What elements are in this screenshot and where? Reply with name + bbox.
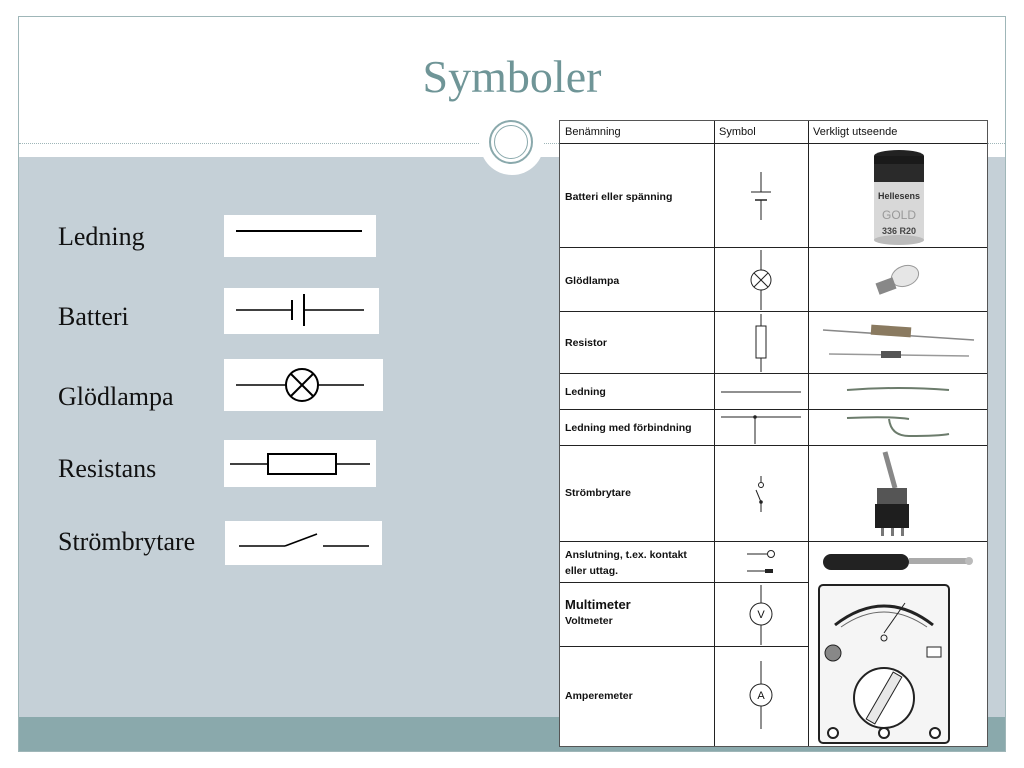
- label-batteri: Batteri: [58, 302, 129, 331]
- battery-symbol-icon: [715, 144, 808, 247]
- row-name-switch: Strömbrytare: [565, 487, 631, 499]
- label-strombrytare: Strömbrytare: [58, 527, 196, 556]
- connector-line-2: eller uttag.: [565, 565, 619, 577]
- multimeter-photo-icon: [809, 583, 988, 746]
- battery-brand: Hellesens: [878, 191, 920, 201]
- connector-symbol-icon: [715, 542, 808, 582]
- label-glodlampa: Glödlampa: [58, 382, 174, 411]
- col-divider-2: [808, 121, 809, 746]
- resistor-photo-icon: [809, 312, 988, 373]
- ammeter-symbol-icon: A: [715, 647, 808, 746]
- row-line: [560, 541, 987, 542]
- voltmeter-label: Voltmeter: [565, 615, 613, 627]
- row-name-junction: Ledning med förbindning: [565, 422, 692, 434]
- row-name-battery: Batteri eller spänning: [565, 191, 673, 203]
- voltmeter-symbol-icon: V: [715, 583, 808, 646]
- row-name-multimeter: Multimeter Voltmeter: [565, 597, 631, 629]
- bent-wire-photo-icon: [809, 410, 988, 445]
- lamp-symbol-icon: [715, 248, 808, 311]
- switch-symbol-icon: [225, 521, 382, 565]
- label-resistans: Resistans: [58, 454, 157, 483]
- col-divider-1: [714, 121, 715, 746]
- row-name-resistor: Resistor: [565, 337, 608, 349]
- wire-photo-icon: [809, 374, 988, 409]
- wire-symbol-icon: [224, 215, 376, 257]
- lamp-symbol-icon: [224, 359, 383, 411]
- battery-gold: GOLD: [882, 208, 916, 222]
- multimeter-title: Multimeter: [565, 597, 631, 612]
- banana-plug-photo-icon: [809, 542, 988, 582]
- toggle-switch-photo-icon: [809, 446, 988, 541]
- junction-symbol-icon: [715, 410, 808, 445]
- row-name-bulb: Glödlampa: [565, 275, 620, 287]
- voltmeter-letter: V: [757, 609, 765, 621]
- battery-symbol-icon: [224, 288, 379, 334]
- row-line: [560, 311, 987, 312]
- connector-line-1: Anslutning, t.ex. kontakt: [565, 549, 687, 561]
- resistor-symbol-icon: [715, 312, 808, 373]
- row-line: [560, 143, 987, 144]
- wire-symbol-icon: [715, 374, 808, 409]
- header-name: Benämning: [565, 126, 621, 138]
- row-name-connector: Anslutning, t.ex. kontakt eller uttag.: [565, 547, 687, 579]
- resistor-symbol-icon: [224, 440, 376, 487]
- header-appearance: Verkligt utseende: [813, 126, 898, 138]
- slide-title: Symboler: [422, 51, 602, 102]
- row-name-wire: Ledning: [565, 386, 606, 398]
- row-line: [560, 582, 808, 583]
- bulb-photo-icon: [809, 248, 988, 311]
- header-symbol: Symbol: [719, 126, 756, 138]
- symbol-table: Benämning Symbol Verkligt utseende Batte…: [559, 120, 988, 747]
- label-ledning: Ledning: [58, 222, 145, 251]
- row-name-ammeter: Amperemeter: [565, 690, 633, 702]
- row-line: [560, 409, 987, 410]
- ammeter-letter: A: [757, 690, 765, 702]
- row-line: [560, 445, 987, 446]
- battery-photo-icon: Hellesens GOLD 336 R20: [809, 144, 988, 247]
- row-line: [560, 646, 808, 647]
- row-line: [560, 373, 987, 374]
- battery-code: 336 R20: [882, 226, 916, 236]
- decorative-inner-ring: [494, 125, 528, 159]
- row-line: [560, 247, 987, 248]
- switch-symbol-icon: [715, 446, 808, 541]
